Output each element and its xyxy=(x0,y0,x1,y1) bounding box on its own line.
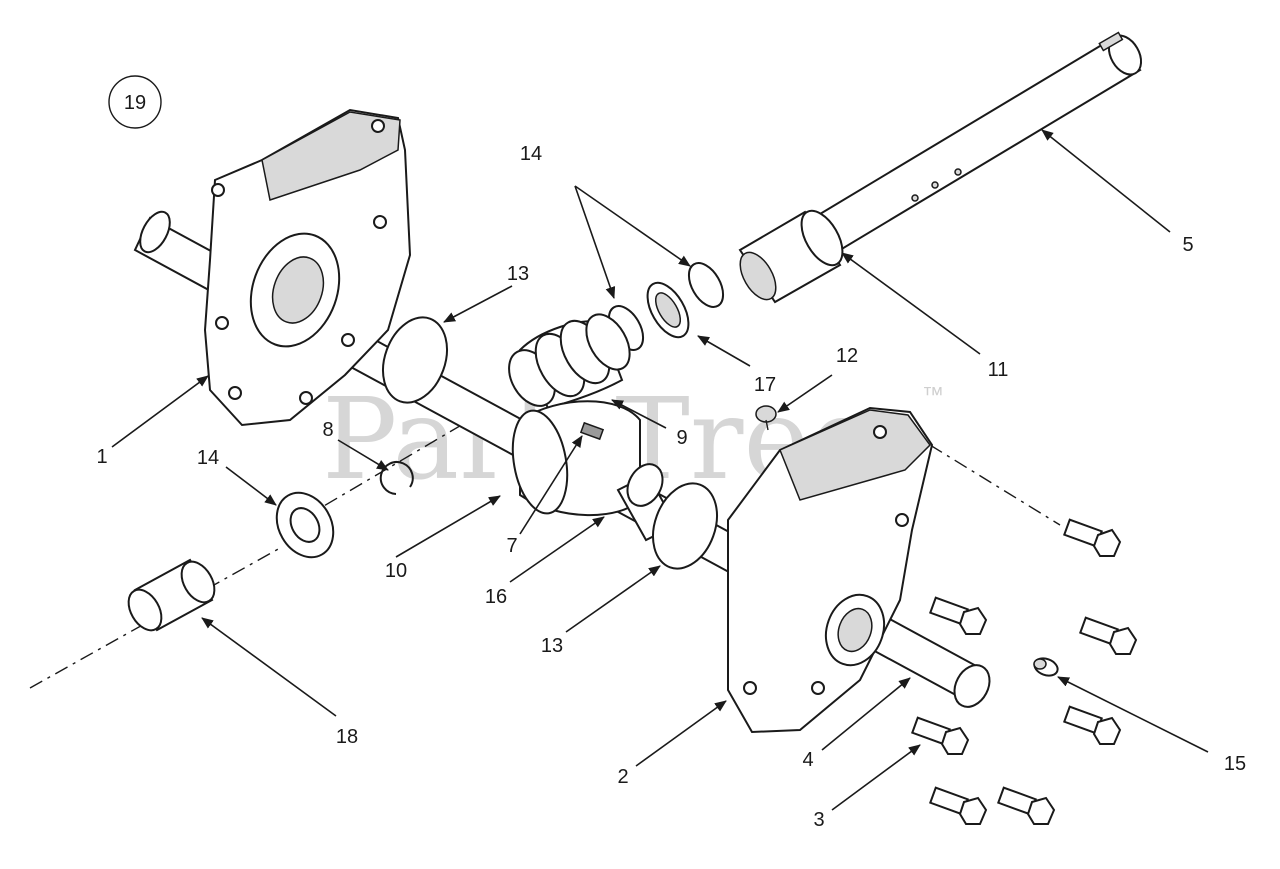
bolt-2 xyxy=(929,596,988,635)
bolt-1 xyxy=(1063,518,1122,557)
callout-labels: 1 2 3 4 5 7 8 9 10 11 12 13 13 14 14 15 … xyxy=(96,143,1246,831)
washer-part-14-lower xyxy=(275,491,335,559)
leader-lines xyxy=(111,129,1209,811)
bolt-6 xyxy=(929,786,988,825)
callout-8: 8 xyxy=(322,419,333,441)
bushing-part-18 xyxy=(127,558,216,632)
callout-5: 5 xyxy=(1182,234,1193,256)
callout-12: 12 xyxy=(836,345,858,367)
assembly-badge: 19 xyxy=(108,75,162,129)
callout-14-lower: 14 xyxy=(197,447,219,469)
callout-2: 2 xyxy=(617,766,628,788)
callout-3: 3 xyxy=(813,809,824,831)
bolt-4 xyxy=(1063,705,1122,745)
plug-part-12 xyxy=(755,405,777,431)
badge-circle xyxy=(108,75,162,129)
badge-label: 19 xyxy=(124,92,146,114)
bearing-part-17 xyxy=(646,281,690,339)
callout-18: 18 xyxy=(336,726,358,748)
callout-4: 4 xyxy=(802,749,813,771)
housing-part-2 xyxy=(727,406,934,734)
callout-11: 11 xyxy=(988,359,1009,381)
fitting-part-15 xyxy=(1033,657,1059,677)
washer-part-13-upper xyxy=(382,316,448,404)
bolt-7 xyxy=(997,786,1056,825)
callout-13-upper: 13 xyxy=(507,263,529,285)
callout-15: 15 xyxy=(1224,753,1246,775)
callout-7: 7 xyxy=(506,535,517,557)
bolt-5 xyxy=(911,716,970,755)
callout-13-lower: 13 xyxy=(541,635,563,657)
worm-part-9 xyxy=(508,313,631,410)
snap-ring-part-8 xyxy=(379,461,414,495)
shaft-part-5 xyxy=(788,31,1143,264)
callout-1: 1 xyxy=(96,446,107,468)
callout-17: 17 xyxy=(754,374,776,396)
housing-part-1 xyxy=(203,108,412,427)
callout-10: 10 xyxy=(385,560,407,582)
callout-9: 9 xyxy=(676,427,687,449)
callout-16: 16 xyxy=(485,586,507,608)
callout-14-upper: 14 xyxy=(520,143,542,165)
collar-part-11 xyxy=(738,209,844,304)
watermark-trademark: ™ xyxy=(922,382,944,407)
bolts-part-3 xyxy=(911,518,1138,825)
bolt-3 xyxy=(1079,616,1138,655)
washer-part-13-lower xyxy=(652,482,718,570)
